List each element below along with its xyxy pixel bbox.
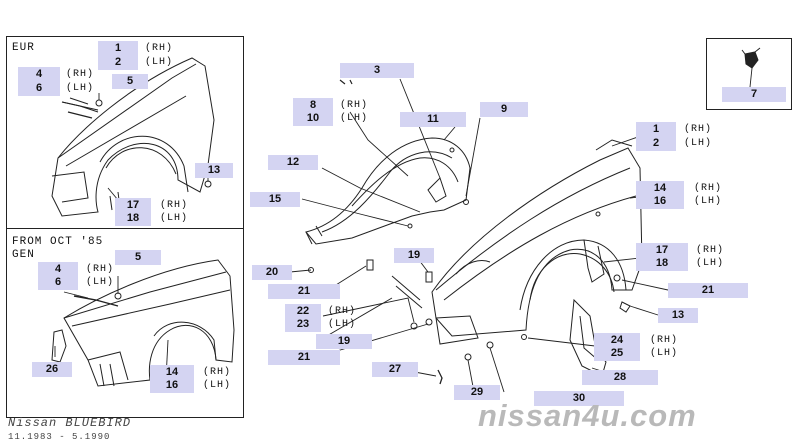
main-fender-drawing [431, 139, 643, 345]
fasteners-drawing [308, 259, 631, 385]
callout-r28-number[interactable]: 28 [582, 370, 658, 385]
callout-r1-note: (RH) [684, 124, 713, 135]
callout-r2-note: (LH) [684, 138, 713, 149]
callout-eur-17-number[interactable]: 17 [115, 198, 151, 213]
callout-r17-number[interactable]: 17 [636, 243, 688, 258]
callout-eur-18-note: (LH) [160, 213, 189, 224]
callout-15-number[interactable]: 15 [250, 192, 300, 207]
callout-eur-5-number[interactable]: 5 [112, 74, 148, 89]
callout-7-number[interactable]: 7 [722, 87, 786, 102]
eur-gen-frame [6, 36, 244, 418]
callout-eur-2-note: (LH) [145, 57, 174, 68]
callout-eur-6-number[interactable]: 6 [18, 81, 60, 96]
callout-23-number[interactable]: 23 [285, 317, 321, 332]
callout-22-note: (RH) [328, 306, 357, 317]
section-eur-label: EUR [12, 42, 35, 54]
callout-eur-1-note: (RH) [145, 43, 174, 54]
callout-3-number[interactable]: 3 [340, 63, 414, 78]
callout-r16-note: (LH) [694, 196, 723, 207]
callout-eur-4-note: (RH) [66, 69, 95, 80]
callout-r24-note: (RH) [650, 335, 679, 346]
callout-12-number[interactable]: 12 [268, 155, 318, 170]
callout-19b-number[interactable]: 19 [316, 334, 372, 349]
callout-eur-2-number[interactable]: 2 [98, 55, 138, 70]
callout-gen-16-number[interactable]: 16 [150, 378, 194, 393]
callout-r21-number[interactable]: 21 [668, 283, 748, 298]
callout-r25-number[interactable]: 25 [594, 346, 640, 361]
callout-eur-4-number[interactable]: 4 [18, 67, 60, 82]
production-dates: 11.1983 - 5.1990 [8, 432, 111, 442]
watermark-logo: nissan4u.com [478, 398, 697, 433]
callout-23-note: (LH) [328, 319, 357, 330]
callout-gen-14-number[interactable]: 14 [150, 365, 194, 380]
section-gen-label-1: FROM OCT '85 [12, 236, 104, 248]
gen-fender-drawing [51, 259, 235, 387]
callout-r1-number[interactable]: 1 [636, 122, 676, 137]
callout-eur-18-number[interactable]: 18 [115, 211, 151, 226]
callout-gen-16-note: (LH) [203, 380, 232, 391]
callout-gen-4-number[interactable]: 4 [38, 262, 78, 277]
callout-gen-26-number[interactable]: 26 [32, 362, 72, 377]
callout-29-number[interactable]: 29 [454, 385, 500, 400]
callout-r24-number[interactable]: 24 [594, 333, 640, 348]
callout-gen-14-note: (RH) [203, 367, 232, 378]
callout-r14-note: (RH) [694, 183, 723, 194]
callout-gen-6-note: (LH) [86, 277, 115, 288]
callout-r13-number[interactable]: 13 [658, 308, 698, 323]
callout-gen-5-number[interactable]: 5 [115, 250, 161, 265]
callout-r14-number[interactable]: 14 [636, 181, 684, 196]
callout-eur-1-number[interactable]: 1 [98, 41, 138, 56]
callout-r17-note: (RH) [696, 245, 725, 256]
section-gen-label-2: GEN [12, 249, 35, 261]
callout-21b-number[interactable]: 21 [268, 350, 340, 365]
callout-10-note: (LH) [340, 113, 369, 124]
callout-27-number[interactable]: 27 [372, 362, 418, 377]
callout-r25-note: (LH) [650, 348, 679, 359]
callout-r18-note: (LH) [696, 258, 725, 269]
callout-gen-6-number[interactable]: 6 [38, 275, 78, 290]
callout-gen-4-note: (RH) [86, 264, 115, 275]
section-divider [6, 228, 244, 229]
callout-11-number[interactable]: 11 [400, 112, 466, 127]
callout-21a-number[interactable]: 21 [268, 284, 340, 299]
callout-20-number[interactable]: 20 [252, 265, 292, 280]
inset-clip-drawing [741, 47, 761, 69]
mud-flap-drawing [569, 298, 607, 377]
inner-fender-drawing [305, 79, 471, 245]
callout-8-note: (RH) [340, 100, 369, 111]
callout-22-number[interactable]: 22 [285, 304, 321, 319]
callout-9-number[interactable]: 9 [480, 102, 528, 117]
callout-19a-number[interactable]: 19 [394, 248, 434, 263]
callout-r18-number[interactable]: 18 [636, 256, 688, 271]
callout-eur-6-note: (LH) [66, 83, 95, 94]
clip-inset-frame [706, 38, 792, 110]
callout-r16-number[interactable]: 16 [636, 194, 684, 209]
model-title: Nissan BLUEBIRD [8, 416, 132, 430]
callout-8-number[interactable]: 8 [293, 98, 333, 113]
callout-eur-17-note: (RH) [160, 200, 189, 211]
callout-r2-number[interactable]: 2 [636, 136, 676, 151]
callout-eur-13-number[interactable]: 13 [195, 163, 233, 178]
callout-10-number[interactable]: 10 [293, 111, 333, 126]
callout-30-number[interactable]: 30 [534, 391, 624, 406]
